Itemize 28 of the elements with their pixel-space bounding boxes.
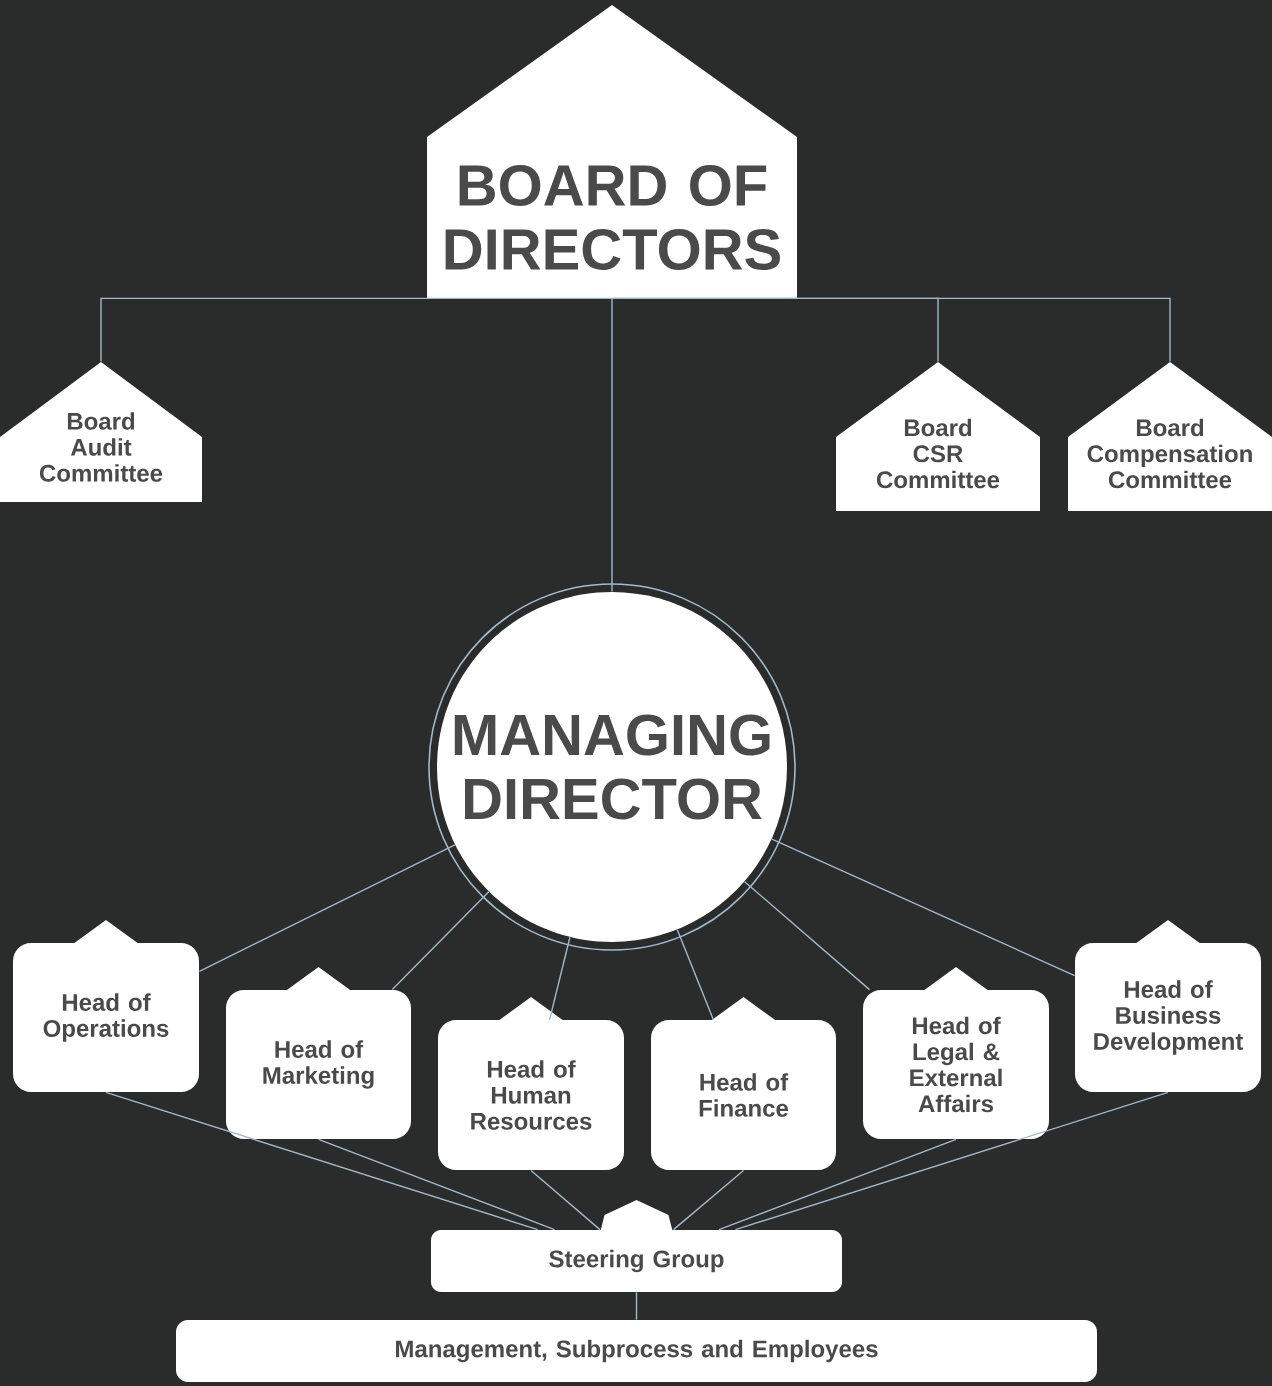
rounded-tab-box: Head of Finance [651, 997, 836, 1170]
connector-line [530, 1169, 601, 1231]
connector-line [672, 1169, 745, 1231]
connector-line [771, 838, 1076, 977]
house-box: Board CSR Committee [836, 362, 1040, 511]
connector-line [611, 297, 613, 593]
rounded-tab-box: Head of Marketing [226, 967, 411, 1139]
connector-line [744, 881, 871, 991]
connector-line [734, 1091, 1169, 1231]
connector-line [100, 297, 613, 363]
connector-line [317, 1138, 556, 1231]
connector-line [391, 891, 490, 991]
rounded-tab-box: Head of Legal & External Affairs [863, 967, 1049, 1139]
connector-line [635, 1291, 638, 1321]
rounded-tab-box: Head of Human Resources [438, 997, 624, 1170]
rounded-tab-box: Head of Operations [13, 920, 199, 1092]
connector-line [548, 936, 571, 1021]
connector-line [718, 1138, 957, 1231]
connector-line [105, 1091, 539, 1231]
house-box: BOARD OF DIRECTORS [427, 5, 797, 298]
house-box: Board Compensation Committee [1068, 362, 1272, 511]
rounded-box: Management, Subprocess and Employees [176, 1320, 1097, 1382]
connector-line [198, 844, 456, 972]
house-box: Board Audit Committee [0, 362, 202, 502]
rounded-tab-box: Head of Business Development [1075, 920, 1261, 1092]
connector-line [611, 297, 1171, 363]
connector-line [676, 929, 715, 1021]
tabbed-box: Steering Group [431, 1200, 842, 1292]
